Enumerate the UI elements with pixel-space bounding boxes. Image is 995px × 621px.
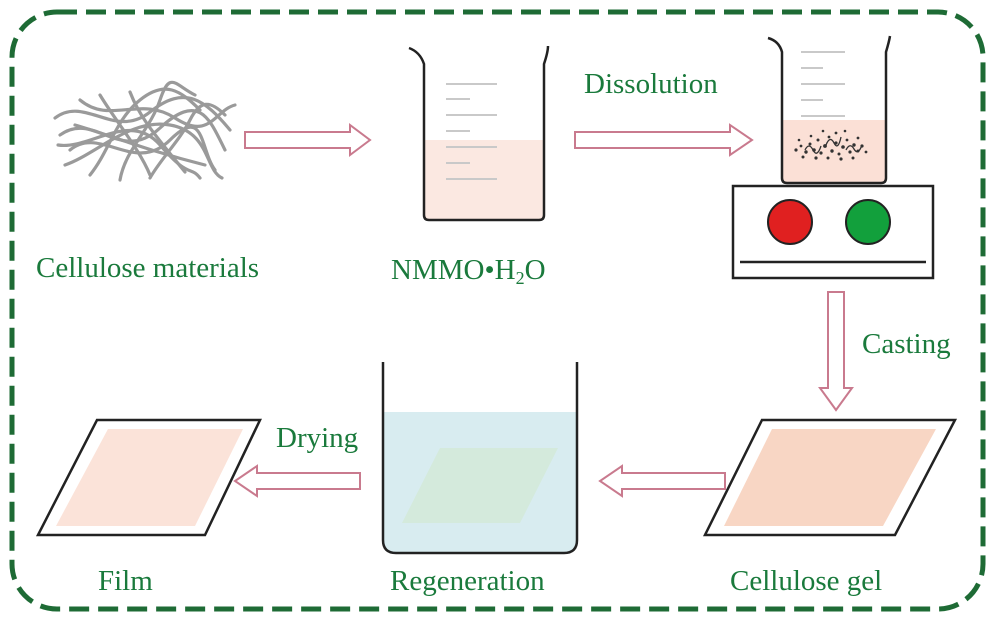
label-regeneration: Regeneration [390, 565, 545, 597]
film-plate-icon [35, 418, 262, 537]
arrow-dissolution [574, 123, 754, 157]
solvent-formula-tail: O [524, 254, 546, 286]
label-dissolution: Dissolution [584, 68, 718, 100]
label-film: Film [98, 565, 153, 597]
beaker-with-particles-icon [767, 35, 892, 185]
arrow-to-solvent [244, 123, 372, 157]
solvent-subscript: 2 [515, 268, 525, 288]
label-solvent: NMMO•H2O [391, 254, 546, 288]
beaker-icon [408, 45, 550, 222]
arrow-casting [818, 291, 854, 412]
label-cellulose-materials: Cellulose materials [36, 252, 260, 284]
hot-plate-stirrer-icon [731, 184, 935, 280]
water-bath-icon [381, 362, 579, 555]
solvent-formula: NMMO•H [391, 254, 516, 286]
red-knob [767, 199, 813, 245]
glass-plate-icon [702, 418, 958, 537]
cellulose-fibers-icon [53, 80, 237, 182]
dashed-border [9, 9, 986, 612]
label-casting: Casting [862, 328, 951, 360]
label-drying: Drying [276, 422, 359, 454]
particle-cluster [794, 129, 868, 161]
green-knob [845, 199, 891, 245]
arrow-drying [233, 464, 361, 498]
arrow-to-regeneration [598, 464, 726, 498]
label-cellulose-gel: Cellulose gel [730, 565, 883, 597]
